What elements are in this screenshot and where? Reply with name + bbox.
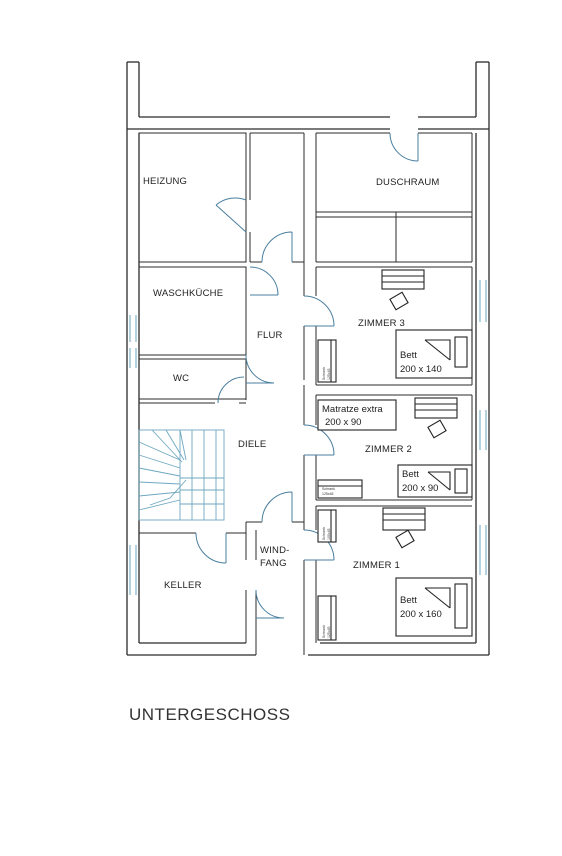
zimmer3-furniture	[317, 269, 473, 383]
room-label-zimmer3: ZIMMER 3	[358, 318, 405, 329]
cabinet1b-size: 125x45	[327, 626, 331, 638]
mattress-label: Matratze extra	[322, 404, 383, 415]
floor-title: UNTERGESCHOSS	[129, 705, 291, 724]
room-label-zimmer2: ZIMMER 2	[365, 444, 412, 455]
bed2-size: 200 x 90	[402, 483, 438, 494]
bed1-label: Bett	[400, 595, 417, 606]
cabinet2-label: Schrank	[322, 487, 335, 491]
cabinet2-size: 125x45	[322, 492, 334, 496]
inner-walls	[138, 132, 473, 655]
furniture-labels: Bett 200 x 140 Matratze extra 200 x 90 B…	[322, 350, 442, 638]
room-label-waschkueche: WASCHKÜCHE	[153, 288, 223, 299]
zimmer2-furniture	[317, 397, 473, 499]
room-label-diele: DIELE	[238, 439, 266, 450]
room-label-windfang-2: FANG	[260, 558, 287, 569]
room-label-keller: KELLER	[164, 580, 202, 591]
bed3-size: 200 x 140	[400, 364, 442, 375]
windows	[129, 280, 487, 595]
bed2-label: Bett	[402, 469, 419, 480]
cabinet3-label: Schrank	[322, 367, 326, 380]
room-label-windfang-1: WIND-	[260, 545, 290, 556]
room-label-duschraum: DUSCHRAUM	[376, 177, 440, 188]
cabinet3-size: 125x45	[327, 368, 331, 380]
door-swings	[195, 132, 419, 619]
cabinet1b-label: Schrank	[322, 625, 326, 638]
cabinet1a-size: 100x45	[327, 528, 331, 540]
zimmer1-furniture	[317, 507, 473, 641]
staircase	[138, 429, 225, 521]
room-label-wc: WC	[173, 373, 189, 384]
room-label-heizung: HEIZUNG	[143, 176, 187, 187]
cabinet1a-label: Schrank	[322, 527, 326, 540]
bed3-label: Bett	[400, 350, 417, 361]
room-label-flur: FLUR	[257, 330, 283, 341]
room-labels: HEIZUNG DUSCHRAUM WASCHKÜCHE FLUR ZIMMER…	[143, 176, 440, 591]
room-label-zimmer1: ZIMMER 1	[353, 560, 400, 571]
bed1-size: 200 x 160	[400, 609, 442, 620]
mattress-size: 200 x 90	[325, 417, 361, 428]
